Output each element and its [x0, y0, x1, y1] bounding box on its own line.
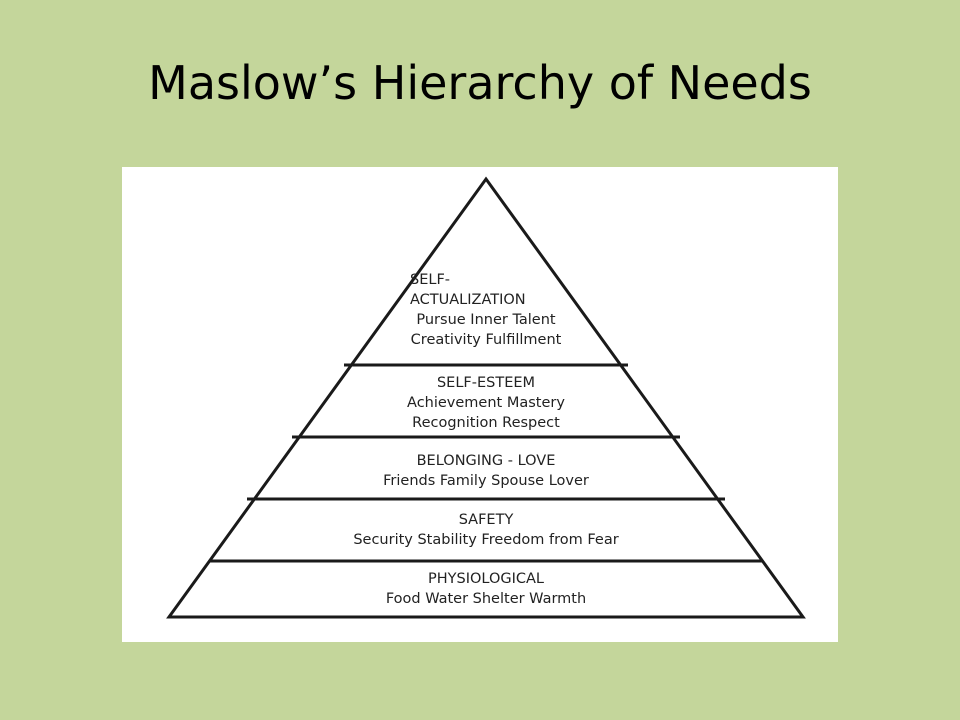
level-self-actualization-line-3: Pursue Inner Talent	[416, 312, 556, 328]
level-physiological-line-2: Food Water Shelter Warmth	[386, 591, 586, 607]
level-self-actualization-line-4: Creativity Fulfillment	[411, 332, 562, 348]
pyramid-diagram: SELF- ACTUALIZATION Pursue Inner Talent …	[122, 167, 838, 642]
level-belonging-line-1: BELONGING - LOVE	[417, 453, 556, 469]
level-self-actualization-line-1: SELF-	[410, 272, 450, 288]
pyramid-outline	[166, 176, 806, 619]
pyramid-svg: SELF- ACTUALIZATION Pursue Inner Talent …	[166, 176, 806, 619]
level-self-esteem-line-1: SELF-ESTEEM	[437, 375, 535, 391]
level-self-esteem-line-3: Recognition Respect	[412, 415, 560, 431]
level-self-actualization-line-2: ACTUALIZATION	[410, 292, 526, 308]
level-safety-line-2: Security Stability Freedom from Fear	[353, 532, 618, 548]
level-physiological: PHYSIOLOGICAL Food Water Shelter Warmth	[386, 571, 586, 607]
level-self-esteem: SELF-ESTEEM Achievement Mastery Recognit…	[407, 375, 565, 431]
level-belonging-line-2: Friends Family Spouse Lover	[383, 473, 589, 489]
level-self-actualization: SELF- ACTUALIZATION Pursue Inner Talent …	[410, 272, 562, 348]
level-physiological-line-1: PHYSIOLOGICAL	[428, 571, 544, 587]
level-belonging-love: BELONGING - LOVE Friends Family Spouse L…	[383, 453, 589, 489]
slide-title: Maslow’s Hierarchy of Needs	[148, 56, 812, 110]
level-safety: SAFETY Security Stability Freedom from F…	[353, 512, 618, 548]
level-safety-line-1: SAFETY	[459, 512, 514, 528]
level-self-esteem-line-2: Achievement Mastery	[407, 395, 565, 411]
